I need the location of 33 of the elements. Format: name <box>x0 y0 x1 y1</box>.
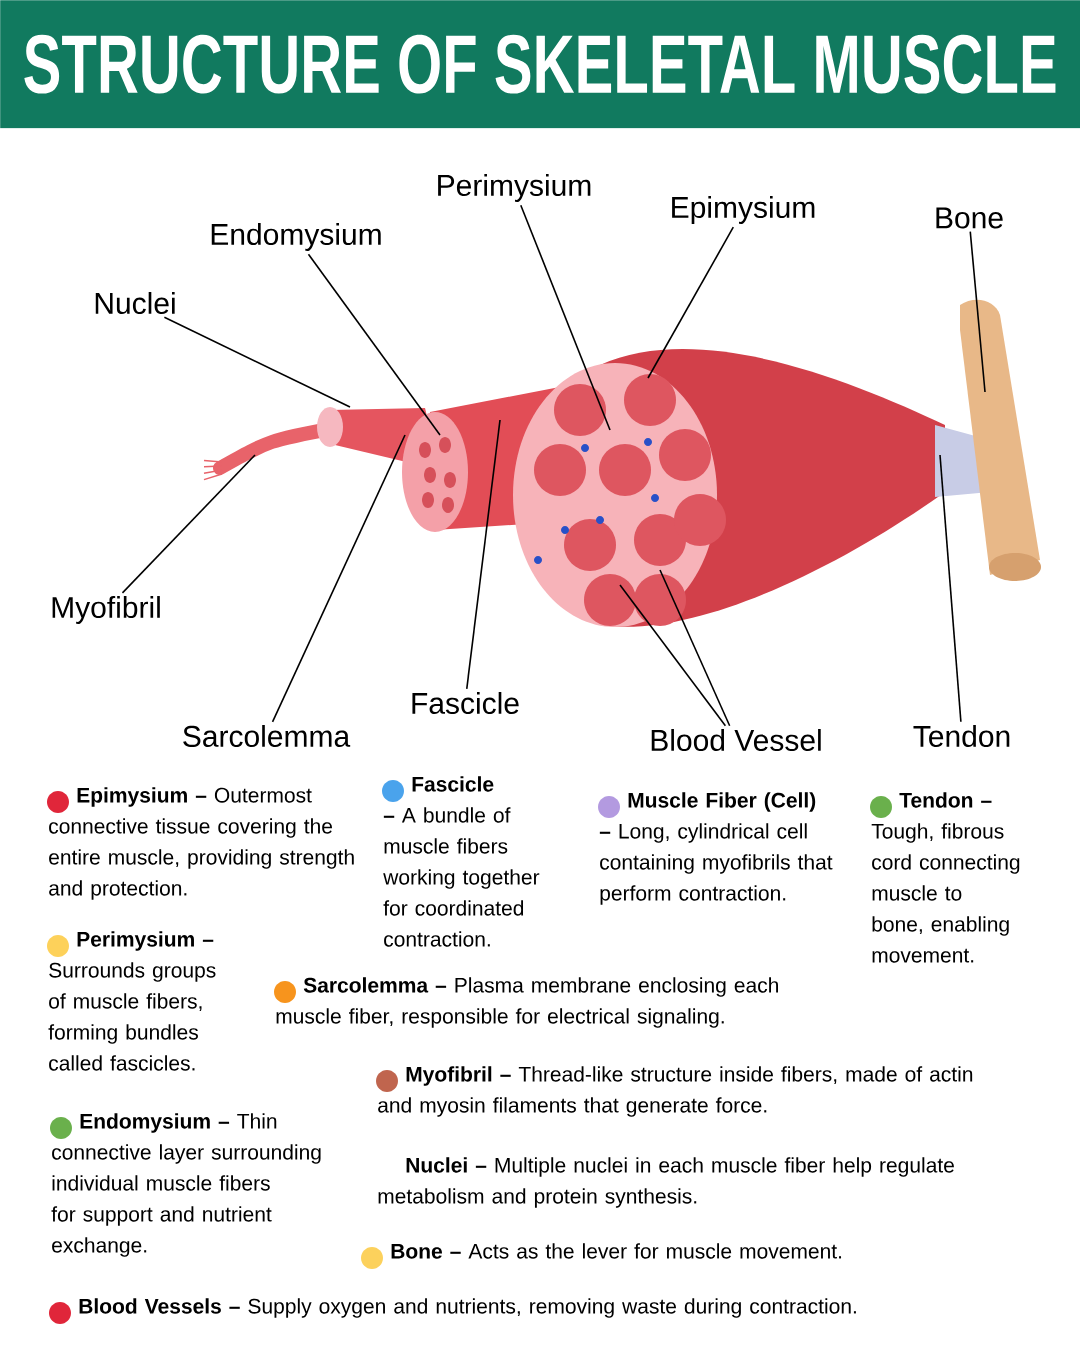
description-text: Fascicle – A bundle of muscle fibers working together for coordinated contraction. <box>383 776 540 947</box>
description-text: Muscle Fiber (Cell) – Long, cylindrical cell containing myofibrils that perform contraction. <box>599 792 833 905</box>
part-label: Nuclei <box>95 292 175 315</box>
description-text: Tendon – Tough, fibrous cord connecting muscle to bone, enabling movement. <box>871 792 1020 963</box>
leader-line <box>465 419 501 690</box>
leader-line <box>520 204 611 431</box>
part-label: Fascicle <box>412 692 519 715</box>
description-text: Blood Vessels – Supply oxygen and nutrients, removing waste during contraction. <box>79 1298 856 1318</box>
description-text: Sarcolemma – Plasma membrane enclosing each muscle fiber, responsible for electrical signaling. <box>276 977 778 1028</box>
description-text: Nuclei – Multiple nuclei in each muscle fiber help regulate metabolism and protein synthesis. <box>378 1157 954 1208</box>
leader-line <box>121 454 256 594</box>
leader-line <box>307 253 441 436</box>
description-text: Perimysium – Surrounds groups of muscle fibers, forming bundles called fascicles. <box>48 931 216 1071</box>
title-banner: STRUCTURE OF SKELETAL MUSCLE <box>0 0 1080 129</box>
description-text: Endomysium – Thin connective layer surrounding individual muscle fibers for support and nutrient exchange. <box>51 1113 321 1257</box>
part-label: Perimysium <box>438 174 591 202</box>
leader-line <box>163 316 351 408</box>
leader-line <box>271 434 406 723</box>
description-text: Epimysium – Outermost connective tissue covering the entire muscle, providing strength and protection. <box>49 787 354 900</box>
part-label: Bone <box>936 207 1003 229</box>
part-label: Epimysium <box>672 196 815 224</box>
leader-line <box>619 584 727 727</box>
description-text: Bone – Acts as the lever for muscle movement. <box>391 1243 842 1259</box>
part-label: Sarcolemma <box>183 725 351 748</box>
leader-line <box>969 230 986 393</box>
leader-line <box>659 569 731 727</box>
part-label: Endomysium <box>211 223 381 251</box>
leader-line <box>939 454 962 723</box>
part-label: Blood Vessel <box>651 729 821 752</box>
description-text: Myofibril – Thread-like structure inside fibers, made of actin and myosin filaments that generate force. <box>378 1066 973 1117</box>
part-label: Tendon <box>913 725 1010 748</box>
leader-line <box>647 226 735 379</box>
part-label: Myofibril <box>52 596 160 624</box>
